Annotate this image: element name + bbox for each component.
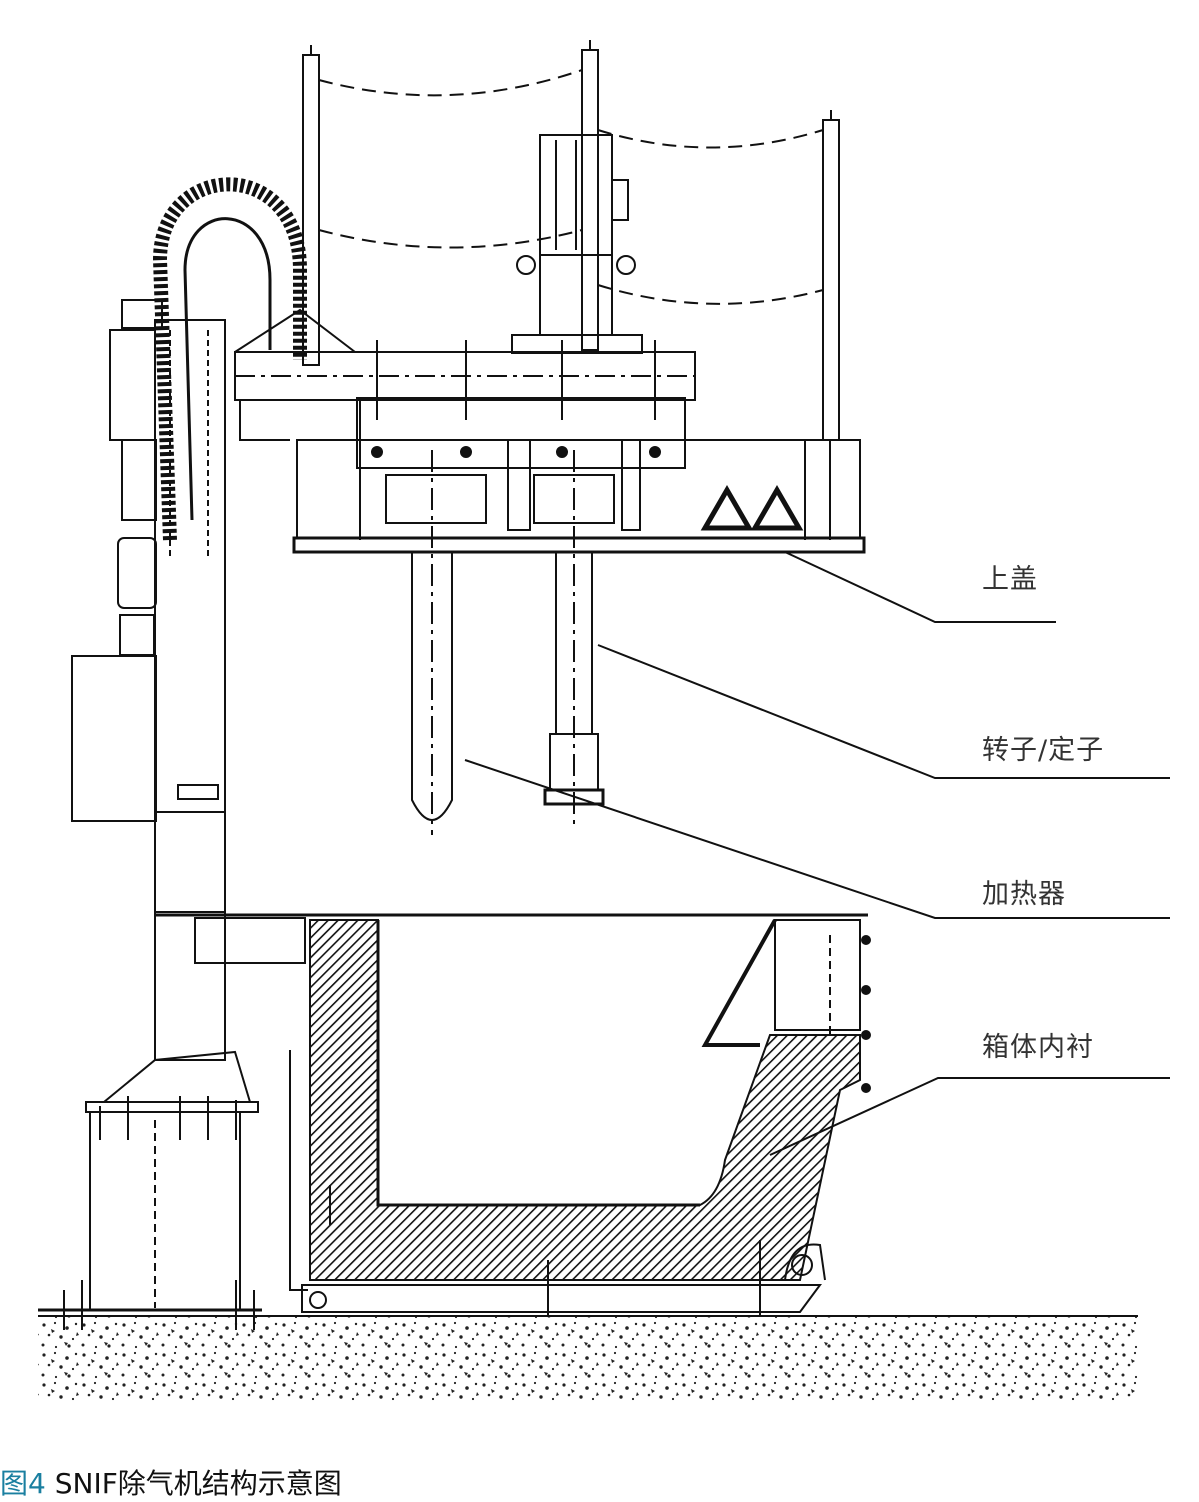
masts bbox=[302, 40, 840, 441]
label-box-lining: 箱体内衬 bbox=[982, 1032, 1094, 1063]
cable-chain bbox=[152, 177, 307, 541]
motor bbox=[511, 134, 643, 354]
label-heater: 加热器 bbox=[982, 879, 1066, 910]
label-cover: 上盖 bbox=[982, 564, 1038, 595]
rotor-stator bbox=[543, 450, 605, 830]
snif-degasser-drawing bbox=[38, 40, 1170, 1402]
treatment-box bbox=[155, 913, 871, 1315]
heater bbox=[411, 450, 453, 835]
label-rotor-stator: 转子/定子 bbox=[982, 735, 1105, 766]
caption-text: SNIF除气机结构示意图 bbox=[45, 1467, 342, 1500]
control-boxes bbox=[71, 299, 163, 822]
figure-number: 图4 bbox=[0, 1467, 46, 1500]
leader-lines bbox=[464, 551, 1170, 1156]
column-base bbox=[38, 1050, 262, 1330]
figure-caption: 图4 SNIF除气机结构示意图 bbox=[0, 1462, 342, 1502]
top-cover bbox=[234, 308, 866, 554]
gravel-ground bbox=[38, 1315, 1138, 1402]
